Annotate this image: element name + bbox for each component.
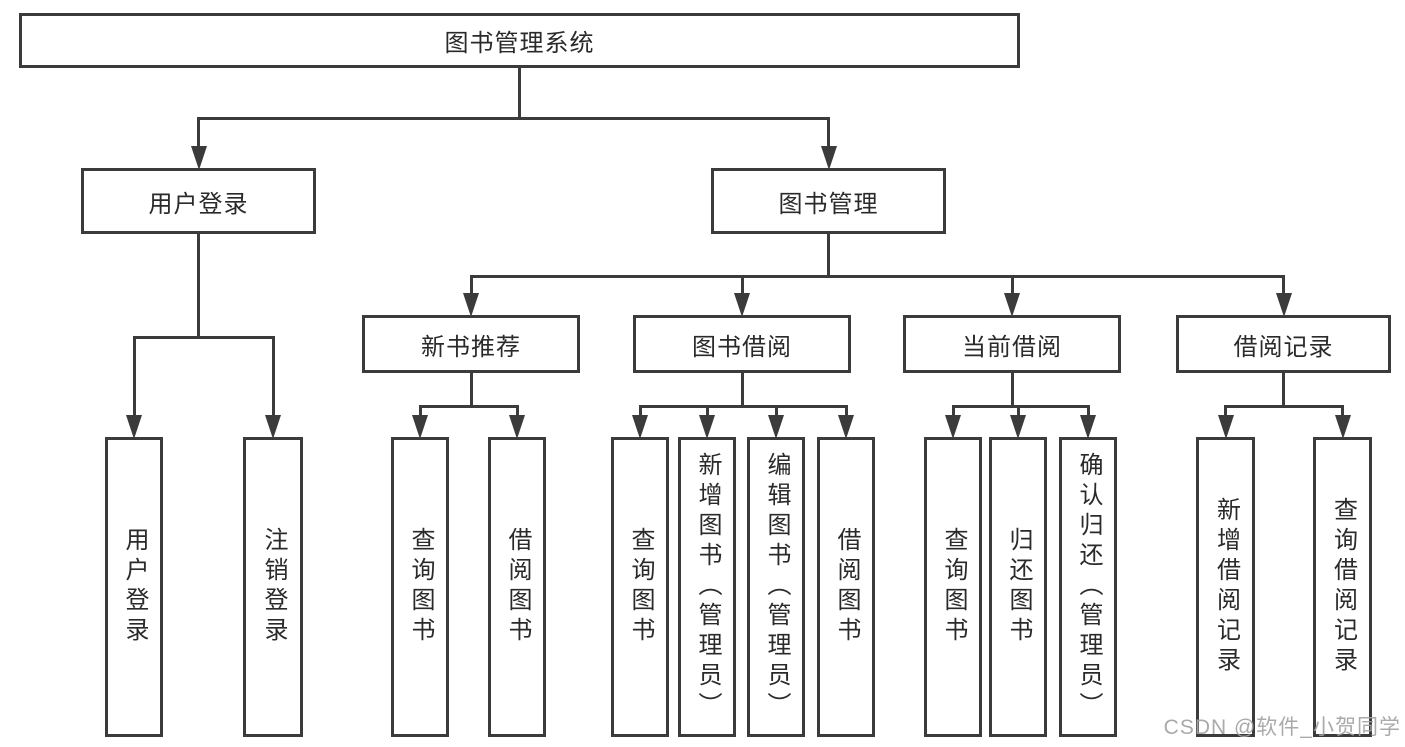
node-v-query-books-1: 查询图书 bbox=[391, 437, 449, 737]
connector-drop bbox=[705, 406, 709, 419]
node-v-confirm-return: 确认归还（管理员） bbox=[1059, 437, 1117, 737]
arrowhead-down-icon bbox=[190, 146, 207, 170]
connector-drop bbox=[774, 406, 778, 419]
connector-drop bbox=[638, 406, 642, 419]
arrowhead-down-icon bbox=[632, 415, 648, 439]
node-user-login: 用户登录 bbox=[81, 168, 316, 234]
node-current-borrow: 当前借阅 bbox=[903, 315, 1121, 373]
node-v-add-borrow-record: 新增借阅记录 bbox=[1196, 437, 1255, 737]
arrowhead-down-icon bbox=[820, 146, 837, 170]
connector-drop bbox=[1282, 276, 1285, 297]
node-v-borrow-books-1: 借阅图书 bbox=[488, 437, 546, 737]
node-v-borrow-books-2: 借阅图书 bbox=[817, 437, 875, 737]
node-root: 图书管理系统 bbox=[19, 13, 1020, 68]
connector-drop bbox=[827, 118, 830, 150]
connector-drop bbox=[418, 406, 422, 419]
connector-drop bbox=[271, 337, 275, 419]
connector-drop bbox=[1341, 406, 1344, 419]
connector-drop bbox=[1224, 406, 1227, 419]
arrowhead-down-icon bbox=[463, 293, 479, 317]
connector-drop bbox=[197, 118, 200, 150]
connector-drop bbox=[951, 406, 955, 419]
arrowhead-down-icon bbox=[412, 415, 428, 439]
connector-drop bbox=[469, 276, 473, 297]
node-book-borrow: 图书借阅 bbox=[633, 315, 851, 373]
connector-bar bbox=[1224, 404, 1344, 408]
connector-parent-stub bbox=[469, 372, 473, 408]
arrowhead-down-icon bbox=[1334, 415, 1351, 439]
arrowhead-down-icon bbox=[945, 415, 961, 439]
arrowhead-down-icon bbox=[1275, 293, 1292, 317]
arrowhead-down-icon bbox=[734, 293, 750, 317]
node-new-books: 新书推荐 bbox=[362, 315, 580, 373]
arrowhead-down-icon bbox=[509, 415, 525, 439]
connector-bar bbox=[418, 404, 519, 408]
arrowhead-down-icon bbox=[768, 415, 784, 439]
node-v-query-books-2: 查询图书 bbox=[611, 437, 669, 737]
arrowhead-down-icon bbox=[265, 415, 281, 439]
connector-parent-stub bbox=[1282, 372, 1285, 408]
arrowhead-down-icon bbox=[126, 415, 142, 439]
arrowhead-down-icon bbox=[1010, 415, 1026, 439]
connector-drop bbox=[132, 337, 136, 419]
connector-bar bbox=[951, 404, 1090, 408]
connector-parent-stub bbox=[518, 67, 521, 120]
node-v-edit-books: 编辑图书（管理员） bbox=[747, 437, 805, 737]
connector-parent-stub bbox=[740, 372, 744, 408]
arrowhead-down-icon bbox=[1217, 415, 1234, 439]
connector-bar bbox=[132, 335, 275, 339]
arrowhead-down-icon bbox=[1080, 415, 1096, 439]
arrowhead-down-icon bbox=[699, 415, 715, 439]
connector-drop bbox=[1086, 406, 1090, 419]
connector-bar bbox=[469, 274, 1285, 278]
node-v-add-books: 新增图书（管理员） bbox=[678, 437, 736, 737]
node-borrow-records: 借阅记录 bbox=[1176, 315, 1391, 373]
arrowhead-down-icon bbox=[1004, 293, 1020, 317]
connector-drop bbox=[515, 406, 519, 419]
node-v-logout: 注销登录 bbox=[243, 437, 303, 737]
connector-drop bbox=[1010, 276, 1014, 297]
node-v-user-login: 用户登录 bbox=[105, 437, 163, 737]
connector-drop bbox=[740, 276, 744, 297]
node-book-mgmt: 图书管理 bbox=[711, 168, 946, 234]
connector-parent-stub bbox=[827, 233, 830, 278]
connector-drop bbox=[1016, 406, 1020, 419]
node-v-query-books-3: 查询图书 bbox=[924, 437, 982, 737]
connector-bar bbox=[197, 116, 830, 120]
connector-drop bbox=[844, 406, 848, 419]
connector-parent-stub bbox=[1010, 372, 1014, 408]
connector-bar bbox=[638, 404, 848, 408]
node-v-query-borrow-record: 查询借阅记录 bbox=[1313, 437, 1372, 737]
node-v-return-books: 归还图书 bbox=[989, 437, 1047, 737]
arrowhead-down-icon bbox=[838, 415, 854, 439]
connector-parent-stub bbox=[197, 233, 200, 339]
